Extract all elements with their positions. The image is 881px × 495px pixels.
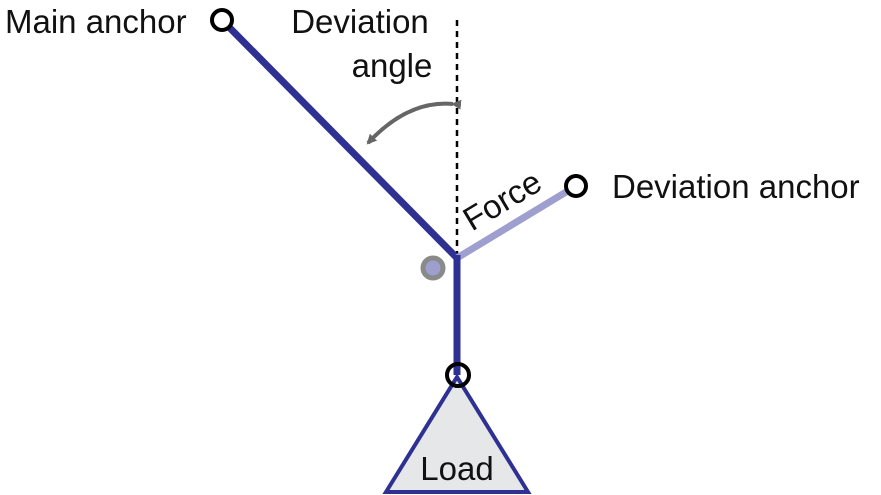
load-triangle bbox=[382, 373, 532, 494]
deviation-angle-label-line2: angle bbox=[352, 47, 433, 84]
pulley-icon bbox=[420, 255, 446, 281]
deviation-anchor-label: Deviation anchor bbox=[612, 168, 860, 205]
main-anchor-label: Main anchor bbox=[5, 3, 187, 40]
deviation-angle-arrow bbox=[366, 99, 462, 145]
deviation-anchor-icon bbox=[564, 174, 588, 198]
load-label: Load bbox=[420, 450, 493, 487]
force-rope bbox=[455, 183, 578, 261]
main-rope bbox=[218, 16, 461, 262]
deviation-angle-label-line1: Deviation bbox=[291, 3, 429, 40]
main-anchor-icon bbox=[210, 8, 234, 32]
load-attachment-icon bbox=[445, 362, 471, 388]
force-label: Force bbox=[456, 163, 547, 238]
